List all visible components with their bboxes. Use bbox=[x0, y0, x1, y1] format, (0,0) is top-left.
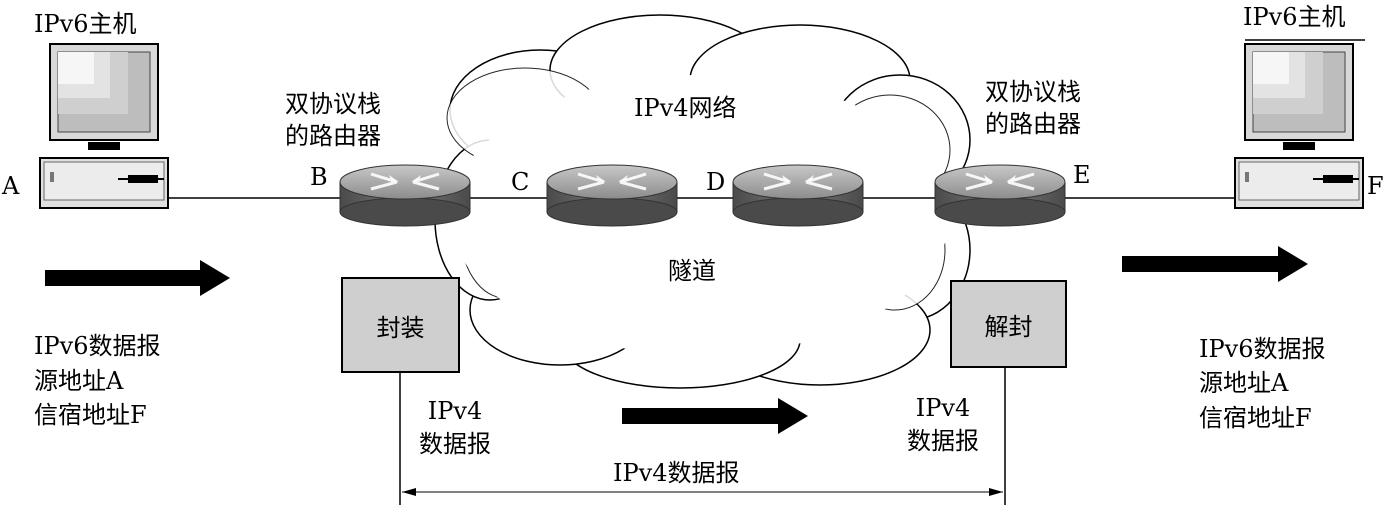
router-d bbox=[731, 163, 865, 228]
node-label-b: B bbox=[310, 163, 328, 191]
decapsulate-label: 解封 bbox=[984, 312, 1033, 341]
left-datagram-line2: 源地址A bbox=[34, 367, 124, 395]
router-c bbox=[545, 163, 679, 228]
right-datagram-line2: 源地址A bbox=[1199, 369, 1289, 397]
arrow-right-icon bbox=[1122, 246, 1308, 282]
router-b bbox=[338, 163, 472, 228]
cloud-label: IPv4网络 bbox=[634, 94, 737, 122]
node-label-e: E bbox=[1073, 161, 1091, 189]
host-a-title: IPv6主机 bbox=[34, 10, 137, 38]
host-a-computer-icon bbox=[39, 43, 169, 209]
decapsulate-box: 解封 bbox=[950, 280, 1067, 368]
right-datagram-line1: IPv6数据报 bbox=[1199, 335, 1326, 363]
ipv4-right-line2: 数据报 bbox=[907, 427, 979, 455]
left-datagram-line3: 信宿地址F bbox=[34, 401, 147, 429]
node-label-d: D bbox=[706, 168, 726, 196]
right-datagram-line3: 信宿地址F bbox=[1199, 404, 1312, 432]
router-e bbox=[933, 163, 1067, 228]
tunnel-label: 隧道 bbox=[668, 257, 716, 285]
host-f-computer-icon bbox=[1234, 43, 1364, 209]
ipv4-right-line1: IPv4 bbox=[915, 394, 971, 422]
left-datagram-line1: IPv6数据报 bbox=[34, 332, 161, 360]
ipv4-left-line1: IPv4 bbox=[427, 397, 483, 425]
arrow-middle-icon bbox=[622, 398, 808, 434]
router-b-caption-2: 的路由器 bbox=[285, 122, 381, 150]
node-label-c: C bbox=[511, 168, 530, 196]
host-f-title: IPv6主机 bbox=[1243, 3, 1346, 31]
router-b-caption-1: 双协议栈 bbox=[285, 90, 381, 118]
router-e-caption-2: 的路由器 bbox=[985, 110, 1081, 138]
ipv4-left-line2: 数据报 bbox=[419, 430, 491, 458]
encapsulate-box: 封装 bbox=[341, 277, 460, 373]
span-label: IPv4数据报 bbox=[613, 459, 740, 487]
ipv4-network-cloud bbox=[434, 14, 971, 389]
encapsulate-label: 封装 bbox=[376, 313, 425, 342]
router-e-caption-1: 双协议栈 bbox=[985, 78, 1081, 106]
arrow-left-icon bbox=[45, 260, 230, 296]
node-label-a: A bbox=[2, 172, 20, 200]
node-label-f: F bbox=[1367, 172, 1384, 200]
